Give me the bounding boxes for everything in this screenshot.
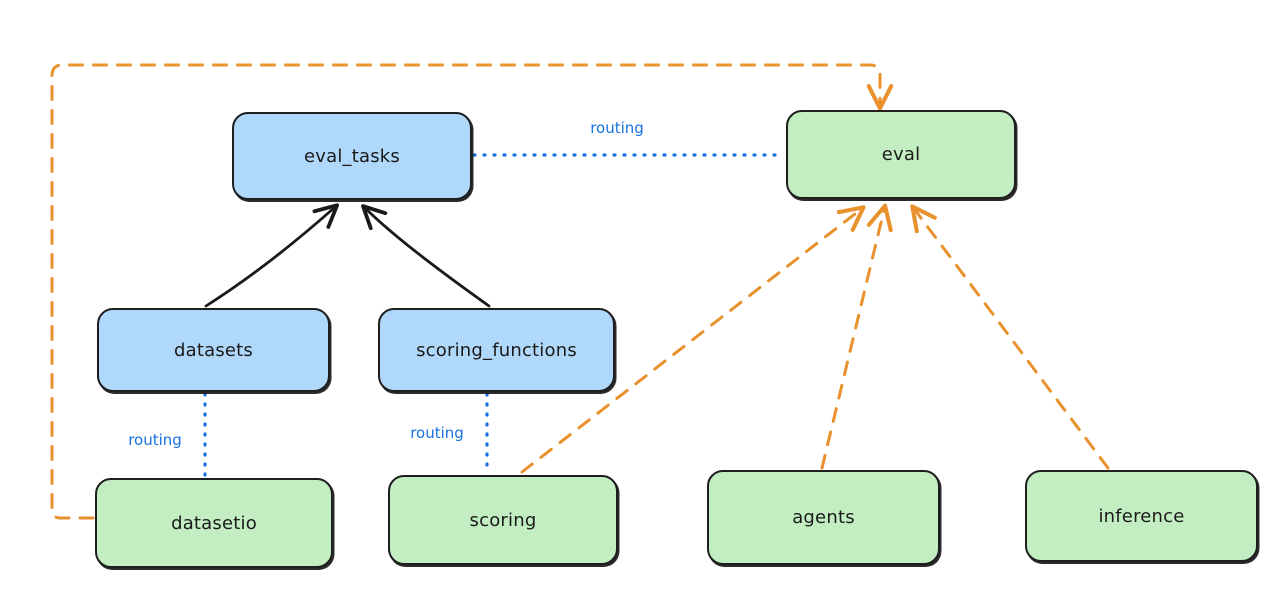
edge-scoring-to-eval [520, 205, 866, 474]
node-inference[interactable]: inference [1025, 470, 1258, 562]
node-label-eval: eval [881, 144, 921, 165]
node-label-agents: agents [792, 507, 855, 528]
node-label-eval-tasks: eval_tasks [303, 145, 401, 167]
node-scoring-functions[interactable]: scoring_functions [378, 308, 615, 392]
node-label-scoring-functions: scoring_functions [416, 339, 577, 361]
edge-datasets-to-eval-tasks [204, 203, 340, 308]
edge-inference-to-eval [910, 204, 1110, 470]
node-label-datasets: datasets [173, 339, 254, 361]
edge-label-routing-eval-tasks-eval: routing [590, 119, 644, 137]
node-scoring[interactable]: scoring [388, 475, 618, 565]
edge-label-routing-scoring-functions-scoring: routing [410, 424, 464, 442]
node-datasets[interactable]: datasets [97, 308, 330, 392]
node-eval-tasks[interactable]: eval_tasks [232, 112, 472, 200]
edge-agents-to-eval [820, 203, 893, 470]
node-label-inference: inference [1098, 505, 1185, 527]
node-label-scoring: scoring [469, 509, 537, 531]
node-datasetio[interactable]: datasetio [95, 478, 333, 568]
node-agents[interactable]: agents [707, 470, 940, 565]
node-eval[interactable]: eval [786, 110, 1016, 199]
node-label-datasetio: datasetio [171, 512, 257, 534]
edge-scoring-functions-to-eval-tasks [361, 204, 491, 308]
edge-datasetio-to-eval [50, 63, 894, 520]
edge-label-routing-datasets-datasetio: routing [128, 431, 182, 449]
